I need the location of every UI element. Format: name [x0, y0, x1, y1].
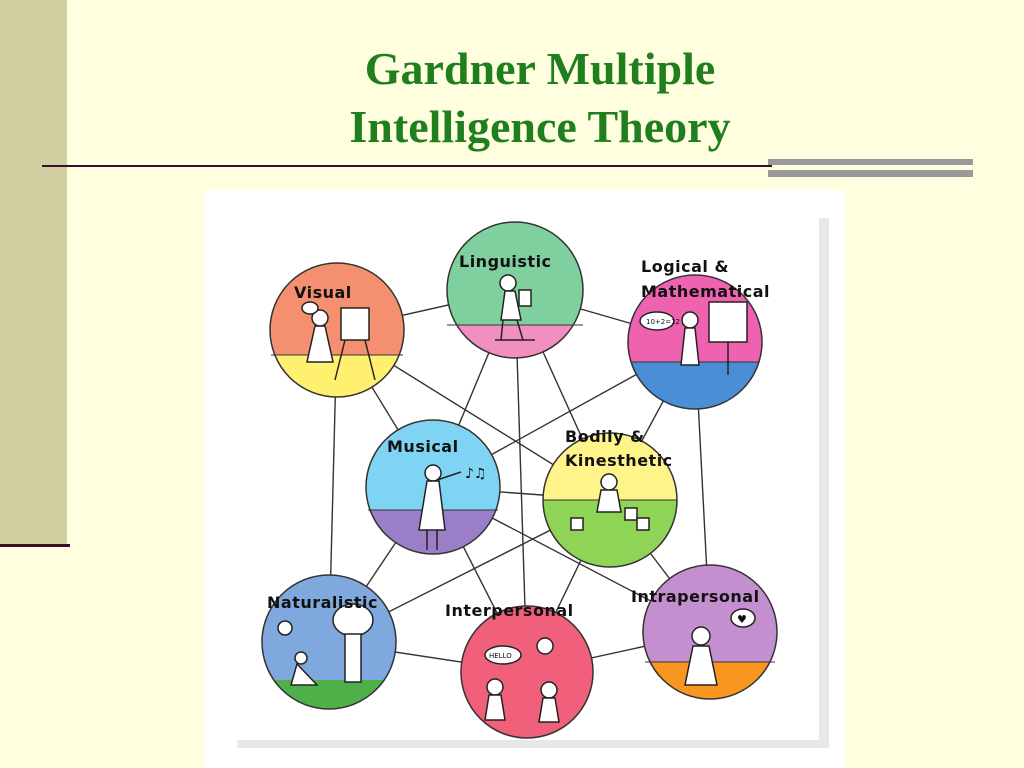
painter-easel-icon [301, 301, 376, 381]
label-bodily-line2: Kinesthetic [565, 451, 673, 470]
node-bodily-kinesthetic: Bodily & Kinesthetic [542, 427, 678, 568]
logic-bubble-text: 10+2=12 [646, 318, 680, 326]
violin-player-icon [418, 464, 462, 550]
title-line-1: Gardner Multiple [364, 43, 716, 94]
title-line-2: Intelligence Theory [349, 101, 731, 152]
label-musical: Musical [387, 437, 459, 456]
blocks-child-icon [570, 473, 650, 531]
label-logical-line2: Mathematical [641, 282, 770, 301]
node-logical-mathematical: 10+2=12 Logical & Mathematical [627, 257, 770, 410]
title-underline [42, 165, 772, 167]
sidebar-rule [0, 544, 70, 547]
reflective-child-icon [684, 608, 756, 686]
node-interpersonal: HELLO Interpersonal [445, 601, 594, 739]
label-logical-line1: Logical & [641, 257, 729, 276]
hello-bubble-text: HELLO [489, 652, 512, 660]
music-notes-icon: ♪♫ [465, 466, 487, 482]
label-interpersonal: Interpersonal [445, 601, 574, 620]
title-accent-bars [768, 159, 973, 178]
talking-children-icon [484, 637, 560, 723]
node-linguistic: Linguistic [446, 221, 584, 359]
nature-tree-icon [277, 603, 374, 686]
intelligence-diagram: Linguistic Visual [205, 190, 845, 768]
math-board-icon [639, 301, 748, 375]
diagram-svg: Linguistic Visual [227, 208, 829, 748]
node-naturalistic: Naturalistic [261, 574, 397, 710]
slide-title: Gardner Multiple Intelligence Theory [260, 40, 820, 156]
label-intrapersonal: Intrapersonal [631, 587, 760, 606]
label-linguistic: Linguistic [459, 252, 552, 271]
label-bodily-line1: Bodily & [565, 427, 645, 446]
heart-icon: ♥ [737, 613, 747, 626]
label-naturalistic: Naturalistic [267, 593, 378, 612]
label-visual: Visual [294, 283, 352, 302]
reading-child-icon [495, 274, 535, 341]
sidebar-accent [0, 0, 67, 545]
